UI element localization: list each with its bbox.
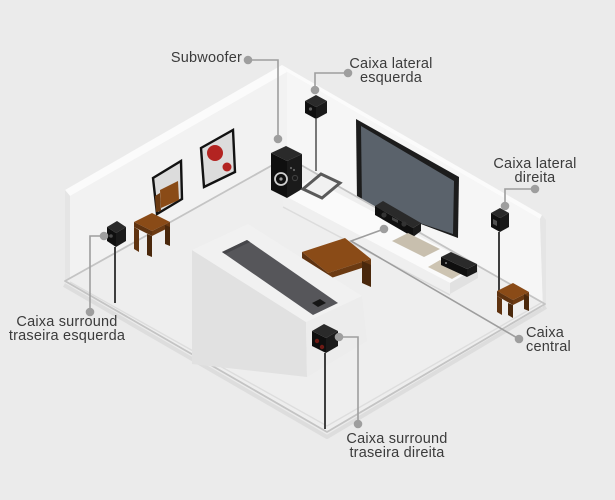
- av-receiver: [441, 252, 477, 277]
- right-side-speaker: [491, 208, 509, 296]
- sofa: [192, 224, 367, 377]
- label-caixa-surround-traseira-direita: Caixa surround traseira direita: [346, 431, 448, 461]
- label-caixa-surround-traseira-esquerda: Caixa surround traseira esquerda: [8, 314, 126, 344]
- rear-left-speaker: [107, 221, 126, 303]
- center-speaker: [375, 201, 421, 237]
- label-subwoofer: Subwoofer: [132, 50, 242, 66]
- label-caixa-lateral-direita: Caixa lateral direita: [493, 156, 577, 186]
- subwoofer-driver-ring: [274, 172, 288, 186]
- subwoofer-speaker: [271, 146, 302, 198]
- leaning-frame: [300, 172, 343, 200]
- shelf-mats: [392, 233, 464, 279]
- label-caixa-central: Caixa central: [526, 325, 571, 355]
- leader-lines: [85, 55, 540, 429]
- remote-control: [312, 299, 326, 307]
- right-stool: [497, 283, 529, 318]
- left-side-speaker: [305, 95, 327, 171]
- picture-frame-abstract: [151, 158, 184, 216]
- label-subwoofer-text: Subwoofer: [170, 50, 242, 66]
- left-stool: [134, 213, 170, 257]
- label-caixa-lateral-esquerda: Caixa lateral esquerda: [349, 56, 433, 86]
- picture-frame-circles: [199, 128, 237, 189]
